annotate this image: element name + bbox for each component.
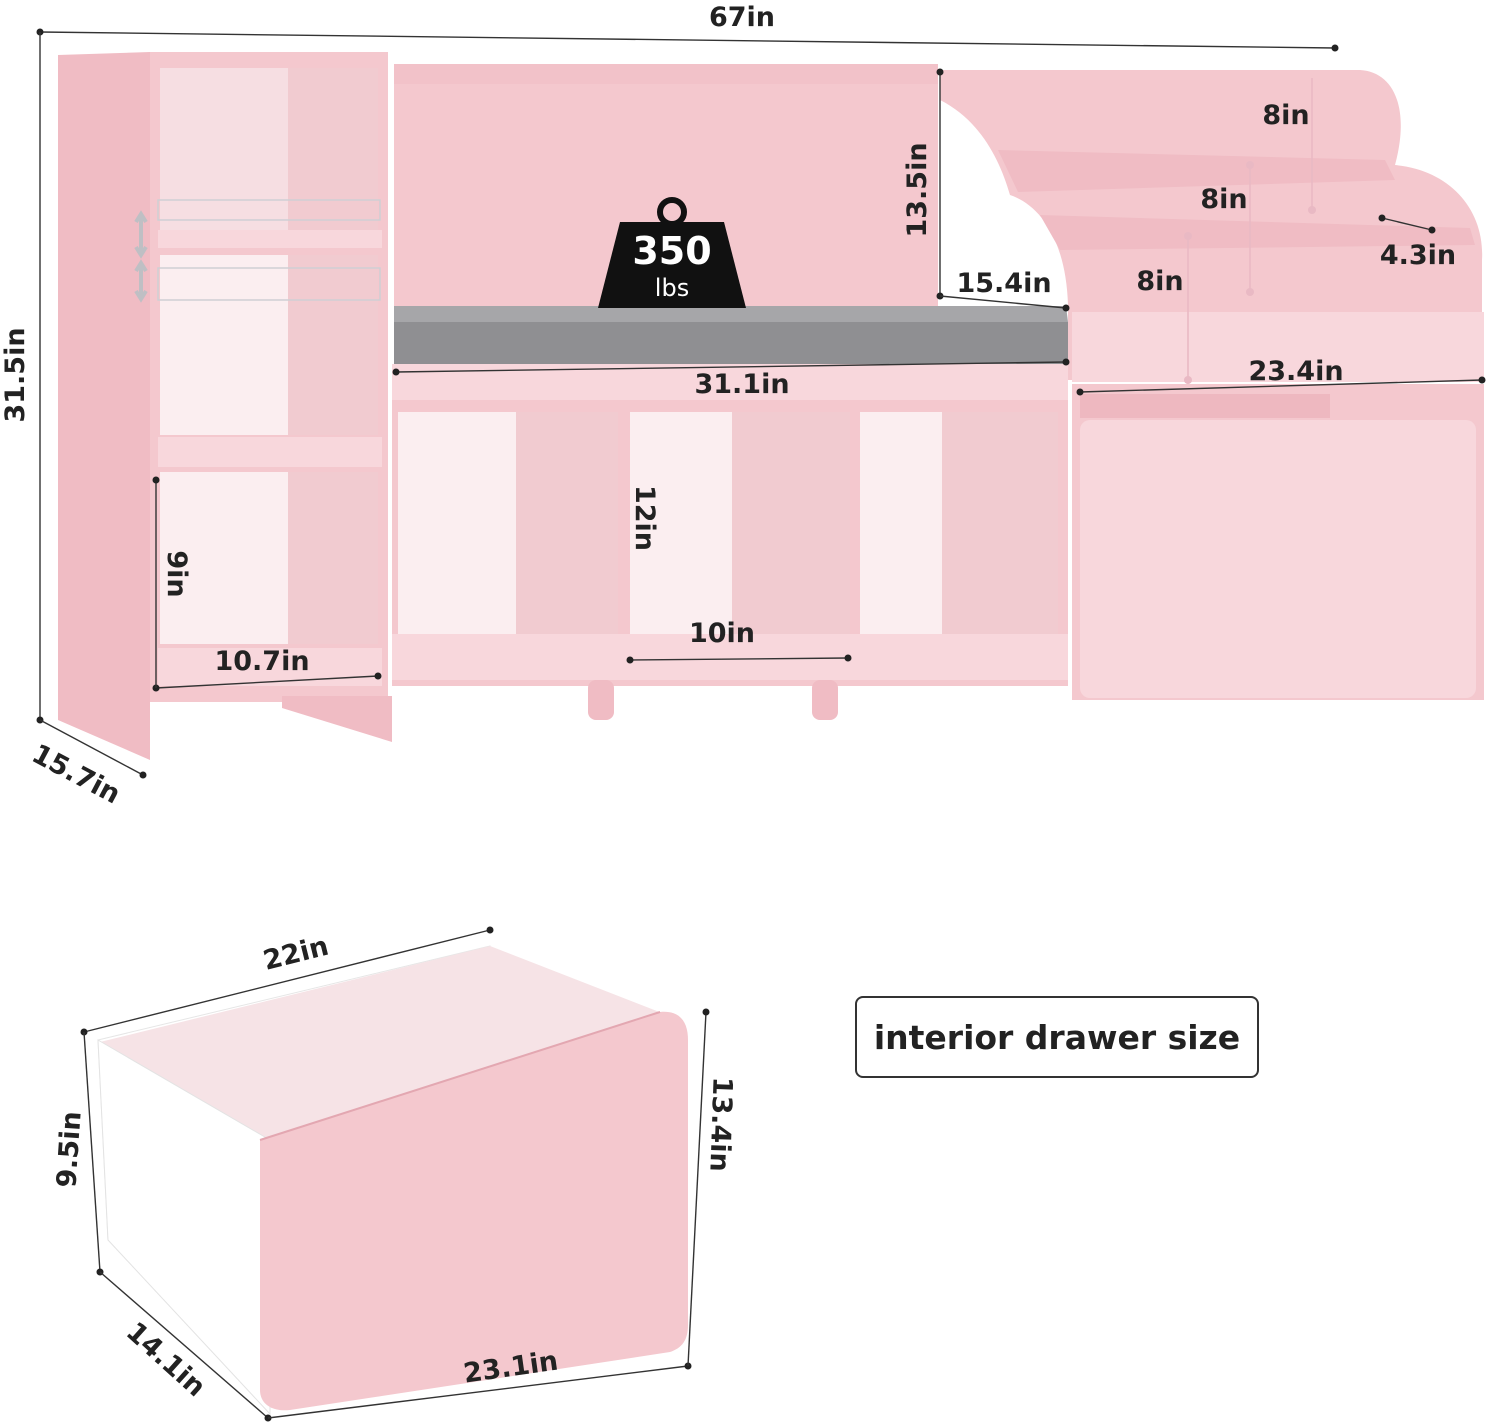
label-cubby-height: 12in xyxy=(629,485,660,551)
drawer-size-label: interior drawer size xyxy=(855,996,1259,1078)
label-side-cubby-height: 9in xyxy=(161,550,192,597)
weight-badge: 350 lbs xyxy=(598,197,746,308)
adjustable-shelf-indicator xyxy=(134,199,381,303)
shelf-guides xyxy=(1184,78,1316,384)
bench-illustration xyxy=(58,52,1484,760)
drawer-illustration xyxy=(97,945,688,1416)
label-drawer-height-back: 9.5in xyxy=(51,1110,87,1188)
label-shelf-low: 8in xyxy=(1136,266,1183,297)
label-shelf-depth: 4.3in xyxy=(1380,240,1456,271)
drawer-dimension-lines xyxy=(80,926,710,1422)
label-total-height: 31.5in xyxy=(0,327,31,422)
label-side-cubby-width: 10.7in xyxy=(214,646,309,677)
weight-value: 350 xyxy=(632,229,711,273)
label-shelf-top: 8in xyxy=(1262,100,1309,131)
label-seat-width: 31.1in xyxy=(694,369,789,400)
label-cubby-width: 10in xyxy=(689,618,755,649)
label-drawer-height-front: 13.4in xyxy=(703,1076,737,1172)
weight-unit: lbs xyxy=(655,274,689,302)
label-depth: 15.7in xyxy=(27,738,126,810)
bench-dimension-lines xyxy=(36,28,1486,779)
bench-dimension-labels: 67in 31.5in 15.7in 13.5in 15.4in 31.1in … xyxy=(0,2,1456,811)
label-seat-depth: 15.4in xyxy=(956,268,1051,299)
label-shelf-mid: 8in xyxy=(1200,184,1247,215)
label-drawer-width-top: 22in xyxy=(260,931,332,977)
label-book-width: 23.4in xyxy=(1248,356,1343,387)
label-total-width: 67in xyxy=(709,2,775,33)
label-backrest-height: 13.5in xyxy=(902,142,933,237)
